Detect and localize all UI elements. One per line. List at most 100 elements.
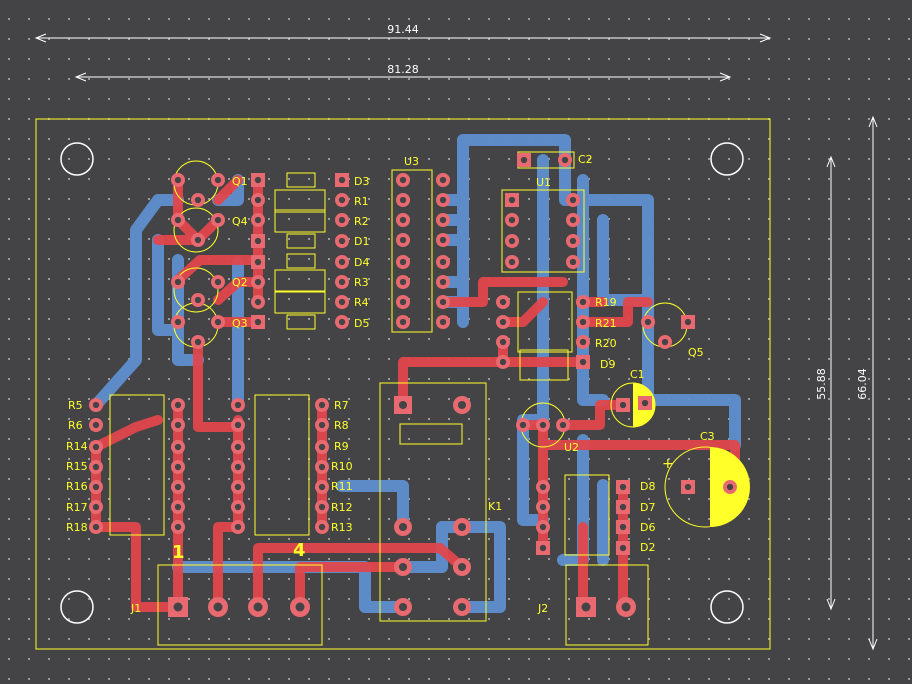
pad-hole — [569, 196, 577, 204]
pad-hole — [174, 523, 182, 531]
ref-r18: R18 — [66, 521, 88, 534]
pad-hole — [338, 176, 346, 184]
pad-hole — [254, 318, 262, 326]
pad-hole — [641, 399, 649, 407]
ref-r12: R12 — [331, 501, 353, 514]
pad-hole — [318, 401, 326, 409]
pad-hole — [174, 216, 182, 224]
pad-hole — [398, 562, 408, 572]
pad-hole — [234, 483, 242, 491]
pad-hole — [644, 318, 652, 326]
mounting-hole — [710, 142, 744, 176]
ref-r13: R13 — [331, 521, 353, 534]
capacitor-c1-outline — [610, 382, 656, 428]
ref-d4: D4 — [354, 256, 369, 269]
pad-hole — [174, 401, 182, 409]
pad-hole — [399, 278, 407, 286]
pad-hole — [457, 562, 467, 572]
pad-hole — [174, 463, 182, 471]
pad-hole — [579, 338, 587, 346]
pads-layer — [89, 153, 737, 617]
pad-hole — [174, 483, 182, 491]
pad-hole — [234, 443, 242, 451]
pad-hole — [92, 523, 100, 531]
pad-hole — [92, 463, 100, 471]
mounting-hole — [60, 590, 94, 624]
pad-hole — [338, 216, 346, 224]
pad-hole — [194, 236, 202, 244]
pad-hole — [539, 544, 547, 552]
ref-j2: J2 — [537, 602, 548, 615]
pad-hole — [254, 298, 262, 306]
pad-hole — [234, 463, 242, 471]
pad-hole — [559, 421, 567, 429]
ref-q3: Q3 — [232, 317, 248, 330]
pad-hole — [439, 216, 447, 224]
dimension-inner-width: 81.28 — [387, 63, 419, 76]
pad-hole — [499, 318, 507, 326]
pad-hole — [579, 298, 587, 306]
ref-r1: R1 — [354, 195, 369, 208]
pad-hole — [439, 176, 447, 184]
pad-hole — [213, 602, 223, 612]
pad-hole — [92, 401, 100, 409]
pad-hole — [457, 602, 467, 612]
pad-hole — [539, 503, 547, 511]
pad-hole — [194, 296, 202, 304]
pad-hole — [439, 236, 447, 244]
ref-k1: K1 — [488, 500, 502, 513]
pad-hole — [619, 503, 627, 511]
pad-hole — [726, 483, 734, 491]
pad-hole — [338, 196, 346, 204]
pad-hole — [561, 156, 569, 164]
ref-q1: Q1 — [232, 175, 248, 188]
ref-r7: R7 — [334, 399, 349, 412]
pad-hole — [621, 602, 631, 612]
mounting-hole — [710, 590, 744, 624]
ref-r5: R5 — [68, 399, 83, 412]
pad-hole — [439, 318, 447, 326]
pad-hole — [338, 258, 346, 266]
pad-hole — [619, 544, 627, 552]
pad-hole — [457, 522, 467, 532]
ref-r21: R21 — [595, 317, 617, 330]
pad-hole — [234, 401, 242, 409]
ref-r8: R8 — [334, 419, 349, 432]
pad-hole — [399, 216, 407, 224]
pad-hole — [174, 421, 182, 429]
ref-d8: D8 — [640, 480, 655, 493]
ref-r15: R15 — [66, 460, 88, 473]
pad-hole — [539, 483, 547, 491]
pad-hole — [318, 443, 326, 451]
pad-hole — [92, 421, 100, 429]
pad-hole — [439, 196, 447, 204]
polarity-plus-mark: + — [662, 456, 674, 472]
pad-hole — [398, 522, 408, 532]
pad-hole — [174, 176, 182, 184]
pad-hole — [539, 523, 547, 531]
pad-hole — [234, 503, 242, 511]
pad-hole — [579, 318, 587, 326]
mounting-holes — [60, 142, 744, 624]
ref-d7: D7 — [640, 501, 655, 514]
dimension-outer-height: 66.04 — [856, 368, 869, 400]
ref-j1: J1 — [130, 602, 141, 615]
pad-hole — [579, 358, 587, 366]
pad-hole — [338, 298, 346, 306]
ref-d6: D6 — [640, 521, 655, 534]
pad-hole — [214, 278, 222, 286]
pad-hole — [194, 196, 202, 204]
pad-hole — [439, 258, 447, 266]
pad-hole — [619, 523, 627, 531]
pad-hole — [92, 483, 100, 491]
pad-hole — [338, 318, 346, 326]
ref-d5: D5 — [354, 317, 369, 330]
ref-r20: R20 — [595, 337, 617, 350]
board-outline — [35, 118, 771, 650]
dimension-inner-height: 55.88 — [815, 368, 828, 400]
reference-labels: Q1 Q4 Q2 Q3 Q5 U3 U1 U2 C2 C1 C3 K1 J1 J… — [66, 153, 715, 615]
pad-hole — [253, 602, 263, 612]
pad-hole — [569, 216, 577, 224]
pad-hole — [295, 602, 305, 612]
